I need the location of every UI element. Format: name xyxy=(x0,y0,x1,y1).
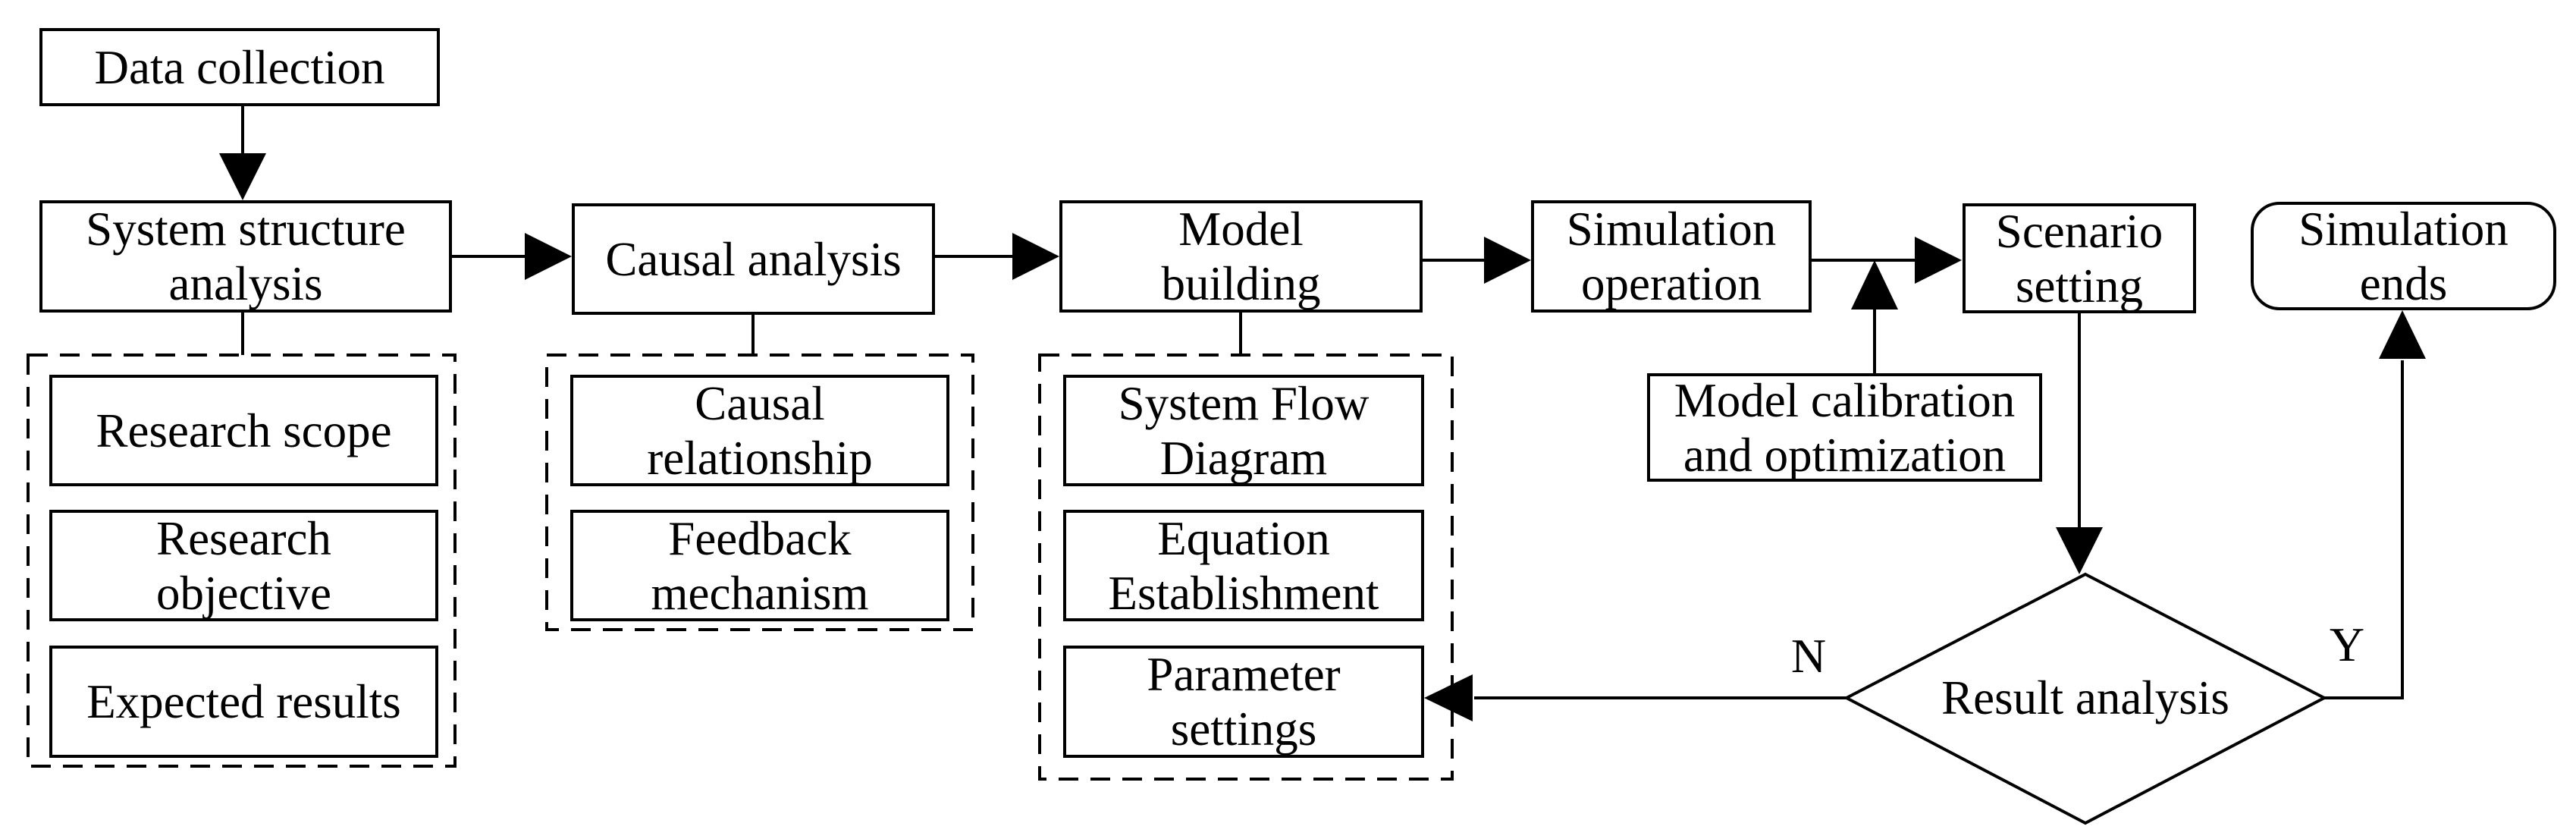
node-data-collection: Data collection xyxy=(39,28,440,106)
node-label: Research scope xyxy=(96,404,392,457)
node-label: Diagram xyxy=(1159,431,1328,485)
node-label: Scenario xyxy=(1995,204,2163,258)
dashed-group-model-building xyxy=(1038,354,1454,781)
node-label: Expected results xyxy=(86,675,401,728)
node-label: objective xyxy=(156,566,331,620)
node-label: analysis xyxy=(168,257,323,310)
node-label: System Flow xyxy=(1118,376,1370,430)
node-label: Model xyxy=(1178,203,1304,256)
node-label: Data collection xyxy=(94,40,385,94)
node-simulation-ends: Simulation ends xyxy=(2251,202,2556,310)
node-label: Causal analysis xyxy=(605,232,902,286)
arrowhead-into-system-structure xyxy=(219,153,266,200)
node-label: Equation xyxy=(1157,511,1330,565)
node-equation-establishment: Equation Establishment xyxy=(1063,510,1424,621)
node-model-building: Model building xyxy=(1059,200,1423,313)
node-research-scope: Research scope xyxy=(49,375,438,486)
result-analysis-diamond xyxy=(1843,572,2328,825)
arrowhead-calibration-junction xyxy=(1851,260,1898,310)
node-expected-results: Expected results xyxy=(49,646,438,758)
node-label: System structure xyxy=(86,203,406,256)
node-label: ends xyxy=(2359,256,2448,310)
node-simulation-operation: Simulation operation xyxy=(1531,200,1812,313)
arrowhead-into-scenario-setting xyxy=(1915,237,1962,284)
node-label: operation xyxy=(1581,257,1762,310)
node-parameter-settings: Parameter settings xyxy=(1063,646,1424,758)
node-label: Feedback xyxy=(668,511,852,565)
node-label: setting xyxy=(2016,259,2143,313)
node-system-structure-analysis: System structure analysis xyxy=(39,200,452,313)
node-label: settings xyxy=(1170,702,1317,756)
dashed-group-system-structure xyxy=(27,354,457,768)
node-label: Simulation xyxy=(2298,202,2509,256)
node-label: Establishment xyxy=(1108,566,1379,620)
node-label: Result analysis xyxy=(1941,671,2229,724)
node-label: relationship xyxy=(647,431,873,485)
node-label: Causal xyxy=(695,376,825,430)
arrowhead-into-simulation-operation xyxy=(1484,237,1531,284)
node-feedback-mechanism: Feedback mechanism xyxy=(570,510,949,621)
node-label: and optimization xyxy=(1683,428,2007,482)
node-causal-relationship: Causal relationship xyxy=(570,375,949,486)
branch-label-no: N xyxy=(1790,629,1827,683)
node-label: Model calibration xyxy=(1674,373,2016,427)
node-label: building xyxy=(1161,257,1321,310)
branch-label-yes: Y xyxy=(2329,617,2365,671)
arrowhead-into-causal-analysis xyxy=(525,233,572,280)
arrowhead-into-result-analysis xyxy=(2056,527,2103,574)
node-model-calibration-optimization: Model calibration and optimization xyxy=(1647,373,2042,482)
arrowhead-into-model-building xyxy=(1012,233,1059,280)
node-label: Research xyxy=(156,511,331,565)
node-causal-analysis: Causal analysis xyxy=(572,203,935,315)
arrow-line-result-yes-branch xyxy=(2324,360,2404,699)
arrowhead-into-parameter-settings xyxy=(1424,674,1473,721)
arrowhead-into-simulation-ends xyxy=(2379,310,2426,359)
node-label: Parameter xyxy=(1147,648,1341,701)
node-system-flow-diagram: System Flow Diagram xyxy=(1063,375,1424,486)
node-label: mechanism xyxy=(651,566,869,620)
node-scenario-setting: Scenario setting xyxy=(1963,203,2196,313)
node-label: Simulation xyxy=(1566,203,1777,256)
node-result-analysis-label: Result analysis xyxy=(1846,649,2324,747)
node-research-objective: Research objective xyxy=(49,510,438,621)
